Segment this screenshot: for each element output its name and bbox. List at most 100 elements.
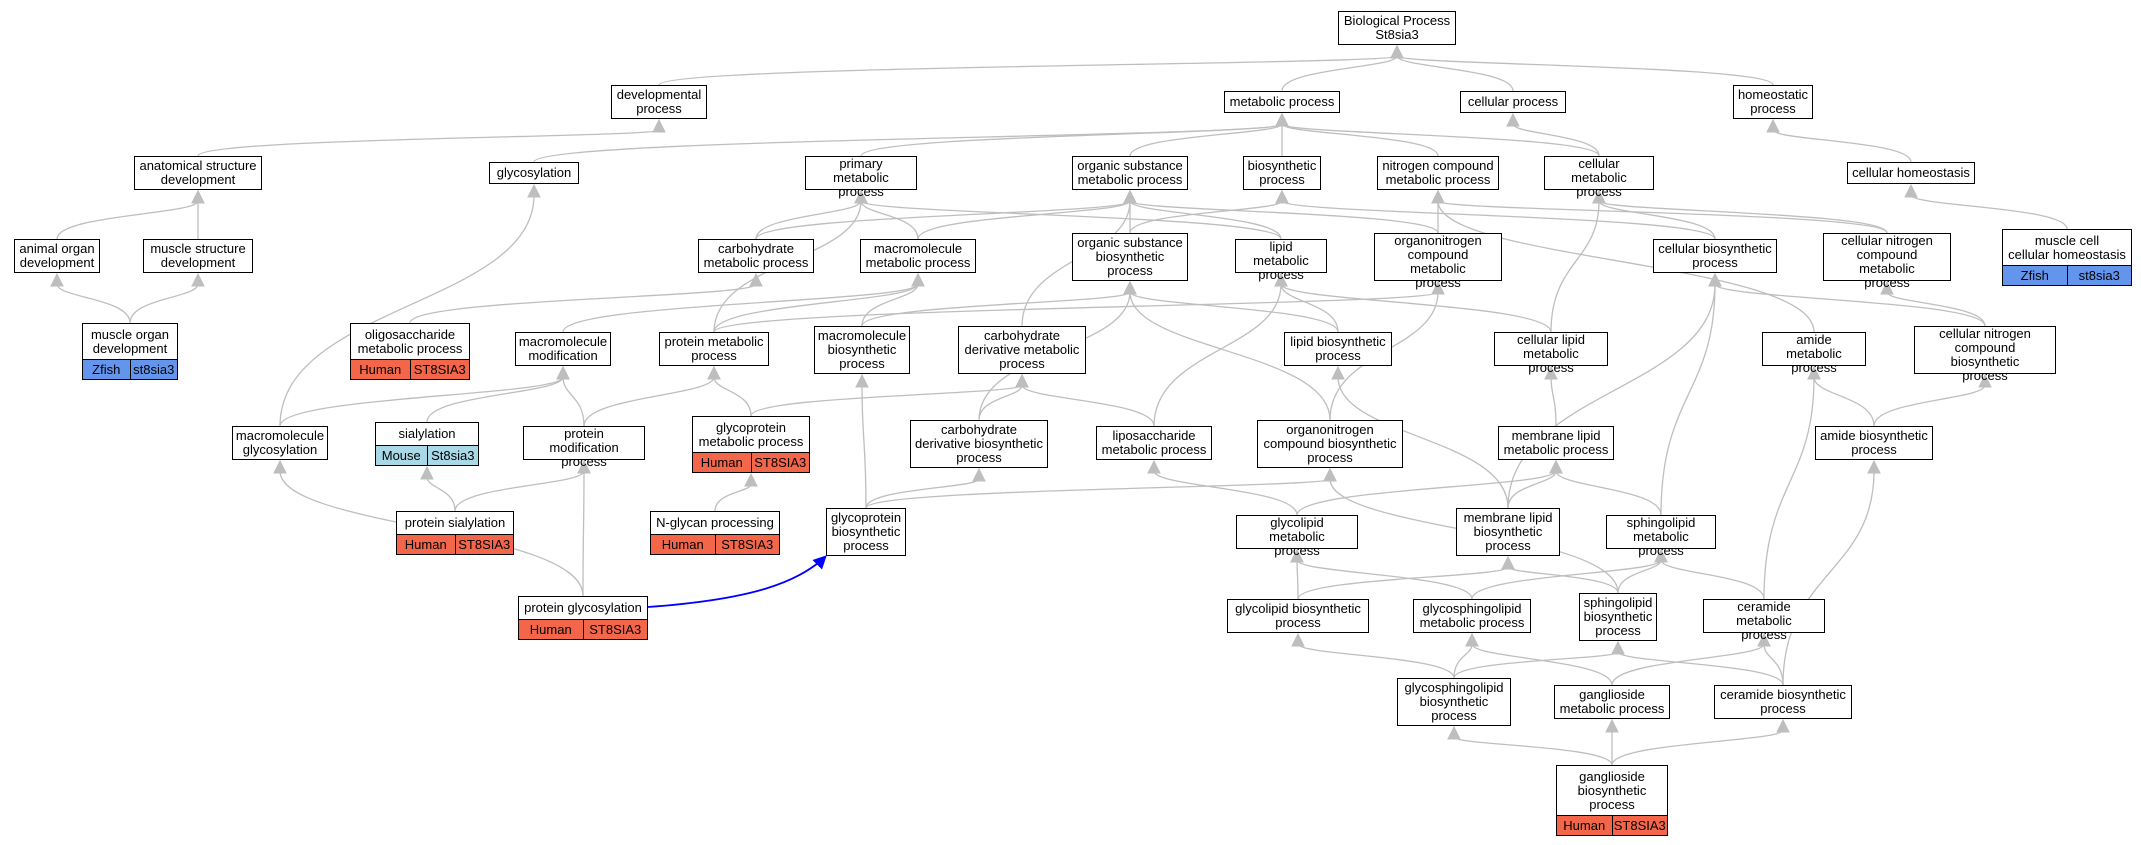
edge-line: [1296, 559, 1473, 600]
edge-arrowhead: [1123, 280, 1137, 295]
node-ceramide-biosynthetic-process[interactable]: ceramide biosynthetic process: [1714, 685, 1852, 719]
edge-line: [658, 55, 1398, 86]
edge-line: [755, 200, 1131, 240]
node-glycoprotein-biosynthetic-process[interactable]: glycoprotein biosynthetic process: [826, 508, 906, 556]
node-nitrogen-compound-metabolic-process[interactable]: nitrogen compound metabolic process: [1377, 156, 1499, 190]
node-ceramide-metabolic-process[interactable]: ceramide metabolic process: [1703, 599, 1825, 642]
edge-arrowhead: [652, 118, 666, 133]
node-glycolipid-metabolic-process[interactable]: glycolipid metabolic process: [1236, 515, 1358, 558]
node-ganglioside-metabolic-process[interactable]: ganglioside metabolic process: [1554, 685, 1670, 719]
node-macromolecule-biosynthetic-process[interactable]: macromolecule biosynthetic process: [814, 326, 910, 374]
node-label: anatomical structure development: [139, 158, 257, 187]
edge-line: [1598, 200, 1716, 240]
edge-line: [1714, 283, 1986, 327]
node-glycosphingolipid-metabolic-process[interactable]: glycosphingolipid metabolic process: [1413, 599, 1531, 633]
node-cellular-homeostasis[interactable]: cellular homeostasis: [1847, 162, 1975, 184]
gene-tag: St8sia3: [426, 446, 478, 465]
node-organic-substance-metabolic-process[interactable]: organic substance metabolic process: [1072, 156, 1188, 190]
node-amide-metabolic-process[interactable]: amide metabolic process: [1762, 332, 1866, 375]
edge-line: [917, 200, 1131, 240]
edge-arrowhead: [1605, 718, 1619, 733]
edge-line: [1772, 129, 1912, 163]
node-biosynthetic-process[interactable]: biosynthetic process: [1243, 156, 1321, 190]
node-organonitrogen-compound-metabolic-process[interactable]: organonitrogen compound metabolic proces…: [1374, 233, 1502, 290]
node-cellular-lipid-metabolic-process[interactable]: cellular lipid metabolic process: [1494, 332, 1608, 375]
node-label: glycosphingolipid biosynthetic process: [1404, 680, 1504, 723]
node-metabolic-process[interactable]: metabolic process: [1224, 91, 1340, 113]
edge-arrowhead: [50, 272, 64, 287]
edge-arrowhead: [1147, 459, 1161, 474]
edge-line: [861, 283, 919, 327]
gene-tag: st8sia3: [129, 360, 177, 379]
node-homeostatic-process[interactable]: homeostatic process: [1733, 85, 1813, 119]
node-label: cellular nitrogen compound biosynthetic …: [1939, 326, 2031, 383]
node-macromolecule-metabolic-process[interactable]: macromolecule metabolic process: [860, 239, 976, 273]
node-organic-substance-biosynthetic-process[interactable]: organic substance biosynthetic process: [1072, 233, 1188, 281]
node-biological-process[interactable]: Biological Process St8sia3: [1338, 11, 1456, 45]
edge-arrowhead: [1549, 459, 1563, 474]
edge-line: [1129, 200, 1282, 240]
node-muscle-structure-development[interactable]: muscle structure development: [143, 239, 253, 273]
node-liposaccharide-metabolic-process[interactable]: liposaccharide metabolic process: [1096, 426, 1212, 460]
node-developmental-process[interactable]: developmental process: [611, 85, 707, 119]
edge-line: [1129, 291, 1339, 333]
node-label: glycolipid metabolic process: [1269, 515, 1325, 558]
node-organonitrogen-compound-biosynthetic-process[interactable]: organonitrogen compound biosynthetic pro…: [1257, 420, 1403, 468]
edge-arrowhead: [707, 365, 721, 380]
node-label: Biological Process St8sia3: [1343, 13, 1451, 42]
node-carbohydrate-metabolic-process[interactable]: carbohydrate metabolic process: [698, 239, 814, 273]
edge-line: [583, 376, 715, 427]
node-carbohydrate-derivative-biosynthetic-process[interactable]: carbohydrate derivative biosynthetic pro…: [910, 420, 1048, 468]
node-label: glycoprotein biosynthetic process: [830, 510, 902, 553]
edge-arrowhead: [556, 365, 570, 380]
node-label: lipid metabolic process: [1253, 239, 1309, 282]
node-label: amide metabolic process: [1786, 332, 1842, 375]
node-label: liposaccharide metabolic process: [1101, 428, 1207, 457]
node-membrane-lipid-biosynthetic-process[interactable]: membrane lipid biosynthetic process: [1456, 508, 1560, 556]
node-sphingolipid-metabolic-process[interactable]: sphingolipid metabolic process: [1606, 515, 1716, 558]
node-macromolecule-glycosylation[interactable]: macromolecule glycosylation: [232, 426, 328, 460]
node-glycosylation[interactable]: glycosylation: [489, 162, 579, 184]
edge-line: [1296, 470, 1557, 516]
node-cellular-metabolic-process[interactable]: cellular metabolic process: [1544, 156, 1654, 199]
node-lipid-biosynthetic-process[interactable]: lipid biosynthetic process: [1284, 332, 1392, 366]
node-cellular-process[interactable]: cellular process: [1460, 91, 1566, 113]
node-carbohydrate-derivative-metabolic-process[interactable]: carbohydrate derivative metabolic proces…: [958, 326, 1086, 374]
species-tag: Zfish: [2003, 266, 2067, 285]
node-sphingolipid-biosynthetic-process[interactable]: sphingolipid biosynthetic process: [1579, 593, 1657, 641]
edge-line: [1763, 376, 1815, 600]
node-animal-organ-development[interactable]: animal organ development: [14, 239, 100, 273]
node-label: glycosphingolipid metabolic process: [1419, 601, 1525, 630]
node-glycolipid-biosynthetic-process[interactable]: glycolipid biosynthetic process: [1227, 599, 1369, 633]
node-lipid-metabolic-process[interactable]: lipid metabolic process: [1235, 239, 1327, 282]
edge-arrowhead: [1291, 632, 1305, 647]
edge-arrowhead: [972, 467, 986, 482]
node-anatomical-structure-development[interactable]: anatomical structure development: [134, 156, 262, 190]
node-glycosphingolipid-biosynthetic-process[interactable]: glycosphingolipid biosynthetic process: [1397, 678, 1511, 726]
node-protein-modification-process[interactable]: protein modification process: [523, 426, 645, 469]
node-protein-metabolic-process[interactable]: protein metabolic process: [659, 332, 769, 366]
node-primary-metabolic-process[interactable]: primary metabolic process: [805, 156, 917, 199]
edge-arrowhead: [1275, 112, 1289, 127]
edge-line: [1396, 55, 1514, 92]
edge-arrowhead: [1904, 183, 1918, 198]
node-amide-biosynthetic-process[interactable]: amide biosynthetic process: [1815, 426, 1933, 460]
node-cellular-nitrogen-compound-metabolic-process[interactable]: cellular nitrogen compound metabolic pro…: [1823, 233, 1951, 290]
node-cellular-nitrogen-compound-biosynthetic-process[interactable]: cellular nitrogen compound biosynthetic …: [1914, 326, 2056, 383]
node-label: muscle cell cellular homeostasis: [2008, 232, 2126, 262]
node-cellular-biosynthetic-process[interactable]: cellular biosynthetic process: [1653, 239, 1777, 273]
node-membrane-lipid-metabolic-process[interactable]: membrane lipid metabolic process: [1498, 426, 1614, 460]
node-label: homeostatic process: [1737, 87, 1809, 116]
node-macromolecule-modification[interactable]: macromolecule modification: [515, 332, 611, 366]
